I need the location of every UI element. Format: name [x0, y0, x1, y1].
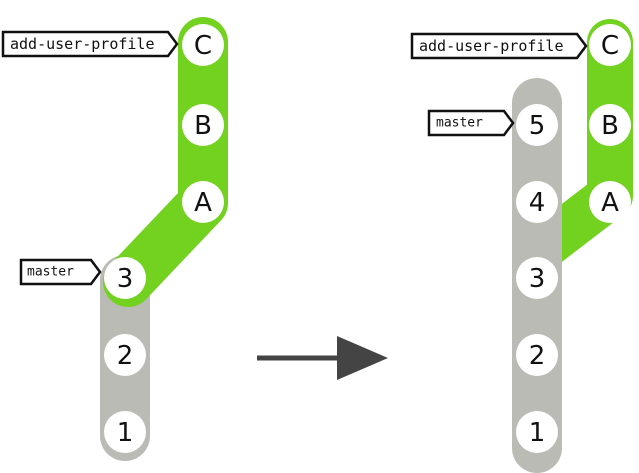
commit-label: 4 [529, 188, 546, 218]
commit-label: 2 [117, 341, 134, 371]
after-feature-commit: C [589, 24, 631, 66]
commit-node [104, 257, 146, 299]
commit-label: A [194, 188, 212, 218]
before-master-commit: 2 [104, 334, 146, 376]
after-master-tag: master [427, 109, 515, 137]
commit-label: C [194, 31, 212, 61]
after-panel: 1 2 3 4 5 A B C [410, 19, 633, 473]
arrow-head [337, 336, 388, 380]
commit-node [516, 411, 558, 453]
branch-tag-label: master [436, 116, 483, 131]
commit-label: 3 [529, 264, 546, 294]
before-feature-branch [103, 17, 228, 307]
before-feature-commit: A [182, 181, 224, 223]
after-master-commit: 1 [516, 411, 558, 453]
commit-node [104, 334, 146, 376]
commit-label: 1 [117, 418, 134, 448]
before-feature-branch-tag: add-user-profile [1, 30, 179, 58]
commit-label: B [601, 111, 619, 141]
after-master-commit: 3 [516, 257, 558, 299]
after-master-commit: 2 [516, 334, 558, 376]
commit-label: A [601, 188, 619, 218]
commit-node [516, 257, 558, 299]
before-feature-track [103, 17, 228, 307]
after-master-commit: 5 [516, 104, 558, 146]
commit-node [516, 181, 558, 223]
commit-node [589, 104, 631, 146]
commit-node [104, 411, 146, 453]
branch-tag-label: add-user-profile [10, 35, 155, 53]
commit-node [182, 24, 224, 66]
commit-label: C [601, 31, 619, 61]
before-master-tag: master [19, 258, 102, 286]
commit-label: 1 [529, 418, 546, 448]
branch-tag-label: add-user-profile [419, 37, 564, 55]
after-feature-commit: A [589, 181, 631, 223]
commit-label: B [194, 111, 212, 141]
commit-label: 2 [529, 341, 546, 371]
after-master-commit: 4 [516, 181, 558, 223]
commit-node [182, 181, 224, 223]
before-feature-commit: C [182, 24, 224, 66]
before-panel: 1 2 3 A B C add-user-profile [1, 17, 228, 461]
branch-tag-label: master [27, 265, 74, 280]
commit-label: 5 [529, 111, 546, 141]
before-master-commit: 3 [104, 257, 146, 299]
tag-pointer-shape [410, 32, 588, 60]
after-feature-commit: B [589, 104, 631, 146]
commit-node [182, 104, 224, 146]
tag-pointer-shape [1, 30, 179, 58]
before-master-commit: 1 [104, 411, 146, 453]
transition-arrow [257, 336, 388, 380]
tag-pointer-shape [427, 109, 515, 137]
before-feature-commit: B [182, 104, 224, 146]
commit-node [516, 334, 558, 376]
after-feature-branch-tag: add-user-profile [410, 32, 588, 60]
tag-pointer-shape [19, 258, 102, 286]
commit-node [589, 24, 631, 66]
commit-node [516, 104, 558, 146]
commit-node [589, 181, 631, 223]
commit-label: 3 [117, 264, 134, 294]
